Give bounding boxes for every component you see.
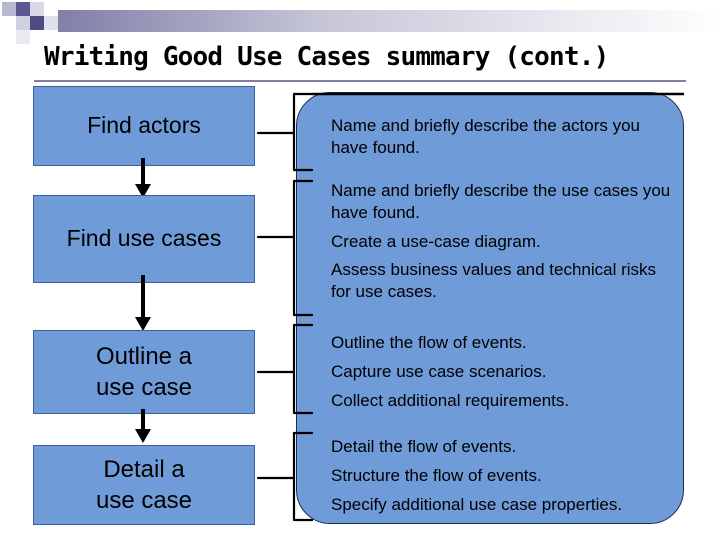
bracket-find-use-cases [256, 179, 314, 317]
down-arrow-icon [135, 409, 151, 443]
description-item: Outline the flow of events. [331, 333, 527, 352]
decorative-square [16, 2, 30, 16]
description-item: Structure the flow of events. [331, 465, 542, 485]
decorative-square [16, 30, 30, 44]
decorative-square [16, 16, 30, 30]
down-arrow-icon [135, 158, 151, 198]
down-arrow-icon [135, 275, 151, 331]
step-box-detail-use-case: Detail a use case [33, 445, 255, 525]
description-group-detail-use-case: Detail the flow of events. Structure the… [331, 436, 691, 522]
step-box-find-actors: Find actors [33, 86, 255, 166]
bracket-outline-use-case [256, 323, 314, 415]
description-item: Name and briefly describe the use cases … [331, 181, 671, 222]
title-underline [34, 80, 686, 82]
bracket-detail-use-case [256, 431, 314, 522]
description-group-find-use-cases: Name and briefly describe the use cases … [331, 180, 676, 310]
description-item: Create a use-case diagram. [331, 231, 541, 251]
description-group-outline-use-case: Outline the flow of events. Capture use … [331, 332, 691, 418]
description-item: Detail the flow of events. [331, 437, 517, 456]
description-item: Name and briefly describe the actors you… [331, 116, 640, 157]
description-item: Capture use case scenarios. [331, 361, 547, 381]
step-label: Find use cases [66, 225, 222, 252]
bracket-find-actors [256, 92, 314, 172]
decorative-square [30, 16, 44, 30]
decorative-square [44, 16, 58, 30]
description-item: Collect additional requirements. [331, 390, 570, 410]
description-group-find-actors: Name and briefly describe the actors you… [331, 115, 671, 166]
step-label: Detail a use case [95, 455, 193, 514]
description-item: Assess business values and technical ris… [331, 260, 657, 301]
title-gradient-bar [58, 10, 720, 32]
description-panel [296, 92, 684, 524]
decorative-square [2, 2, 16, 16]
slide-title: Writing Good Use Cases summary (cont.) [44, 42, 609, 72]
decorative-square [30, 2, 44, 16]
description-item: Specify additional use case properties. [331, 494, 623, 514]
step-label: Outline a use case [95, 342, 193, 401]
step-label: Find actors [87, 112, 201, 139]
step-box-find-use-cases: Find use cases [33, 195, 255, 283]
step-box-outline-use-case: Outline a use case [33, 330, 255, 414]
